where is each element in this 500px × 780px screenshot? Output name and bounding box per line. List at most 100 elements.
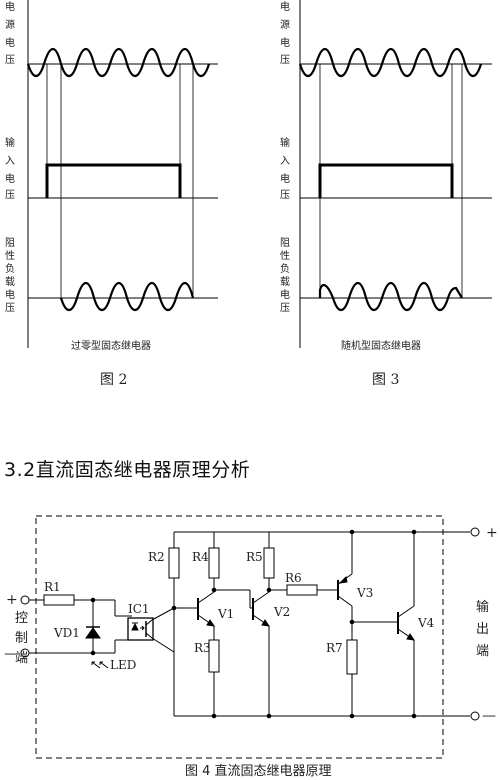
transistor-v3-collector — [337, 595, 353, 607]
fig3-label-char: 压 — [280, 54, 290, 66]
fig3-label-char: 电 — [280, 288, 290, 301]
fig2-load-wave — [59, 281, 195, 312]
transistor-v3-arrow — [338, 575, 348, 584]
fig2-label-char: 压 — [5, 189, 15, 201]
led-arrow — [91, 661, 101, 669]
fig3-label-char: 阻 — [280, 237, 290, 249]
input-terminal-plus — [20, 595, 30, 605]
junction-dot — [266, 713, 272, 719]
fig3-label-char: 输 — [280, 136, 290, 149]
fig3-label-char: 压 — [280, 189, 290, 201]
label-led: LED — [110, 658, 136, 672]
wire — [151, 637, 175, 653]
resistor-r5 — [263, 547, 275, 579]
input-side-label: 控 制 端 — [15, 611, 28, 666]
junction-dot — [349, 529, 355, 535]
input-minus-label: — — [4, 646, 18, 662]
fig2-label-char: 性 — [5, 249, 15, 262]
fig2-source-wave — [26, 47, 211, 78]
fig3-label-char: 压 — [280, 302, 290, 314]
output-label-char: 端 — [476, 644, 489, 659]
fig2-label-char: 电 — [5, 288, 15, 301]
opto-led — [131, 622, 139, 631]
input-label-char: 控 — [15, 611, 28, 626]
fig2-label-char: 电 — [5, 0, 15, 13]
transistor-v4-collector — [397, 605, 415, 618]
label-v3: V3 — [356, 586, 373, 600]
fig2-label-char: 负 — [5, 262, 15, 275]
junction-dot — [90, 650, 96, 656]
fig3-label-char: 电 — [280, 36, 290, 49]
diode-vd1 — [85, 627, 101, 639]
label-vd1: VD1 — [53, 626, 80, 640]
output-side-label: 输 出 端 — [476, 599, 489, 659]
fig2-label-char: 电 — [5, 36, 15, 49]
label-r2: R2 — [148, 550, 165, 564]
transistor-v1-arrow — [206, 619, 216, 627]
fig2-label-char: 入 — [5, 156, 15, 167]
output-plus-label: + — [486, 525, 498, 541]
fig2-label-char: 源 — [5, 18, 15, 31]
figure-4-circuit — [20, 515, 480, 759]
output-terminal-minus — [470, 711, 480, 721]
fig3-load-wave — [318, 281, 463, 312]
output-terminal-plus — [470, 527, 480, 537]
fig3-source-wave — [298, 47, 483, 78]
fig2-label-source: 电 源 电 压 — [5, 0, 15, 66]
transistor-v1-collector — [197, 591, 215, 604]
fig3-label-char: 源 — [280, 18, 290, 31]
figure-3 — [298, 0, 492, 348]
transistor-v2-arrow — [261, 619, 271, 627]
label-r6: R6 — [285, 571, 302, 585]
led-arrow — [99, 661, 109, 669]
label-v1: V1 — [217, 607, 234, 621]
ssr-boundary — [35, 515, 444, 759]
figure-2 — [26, 0, 218, 348]
fig2-label-char: 阻 — [5, 237, 15, 249]
opto-transistor-collector — [145, 619, 153, 626]
fig2-label-char: 电 — [5, 172, 15, 185]
fig2-inner-caption: 过零型固态继电器 — [71, 339, 151, 352]
fig2-input-pulse — [45, 163, 182, 198]
resistor-r1 — [43, 594, 75, 606]
fig2-caption: 图 2 — [100, 372, 127, 388]
wire — [151, 607, 175, 621]
label-r3: R3 — [194, 641, 211, 655]
fig2-label-char: 压 — [5, 302, 15, 314]
label-r4: R4 — [192, 550, 209, 564]
output-label-char: 出 — [476, 622, 489, 637]
fig3-caption: 图 3 — [372, 372, 399, 388]
fig2-label-char: 载 — [5, 276, 15, 288]
junction-dot — [411, 529, 417, 535]
input-plus-label: + — [6, 592, 18, 608]
fig2-label-char: 输 — [5, 136, 15, 149]
fig3-label-input: 输 入 电 压 — [280, 136, 290, 201]
junction-dot — [349, 713, 355, 719]
resistor-r7 — [346, 639, 358, 675]
input-label-char: 端 — [15, 651, 28, 666]
fig2-label-char: 压 — [5, 54, 15, 66]
junction-dot — [171, 605, 177, 611]
resistor-r2 — [168, 547, 180, 579]
label-r5: R5 — [246, 550, 263, 564]
junction-dot — [211, 587, 217, 593]
fig3-label-char: 载 — [280, 276, 290, 288]
transistor-v2-collector — [252, 591, 270, 604]
section-heading: 3.2直流固态继电器原理分析 — [4, 459, 251, 481]
fig3-label-char: 入 — [280, 156, 290, 167]
junction-dot — [90, 597, 96, 603]
fig3-label-char: 电 — [280, 172, 290, 185]
fig3-label-char: 负 — [280, 262, 290, 275]
fig4-caption: 图 4 直流固态继电器原理 — [185, 764, 332, 779]
output-label-char: 输 — [476, 599, 489, 615]
junction-dot — [411, 713, 417, 719]
label-v2: V2 — [273, 605, 290, 619]
junction-dot — [211, 713, 217, 719]
fig2-label-input: 输 入 电 压 — [5, 136, 15, 201]
label-ic1: IC1 — [128, 602, 150, 616]
fig2-label-load: 阻 性 负 载 电 压 — [5, 237, 15, 314]
output-minus-label: — — [482, 708, 496, 724]
fig3-label-char: 电 — [280, 0, 290, 13]
fig3-label-char: 性 — [280, 249, 290, 262]
